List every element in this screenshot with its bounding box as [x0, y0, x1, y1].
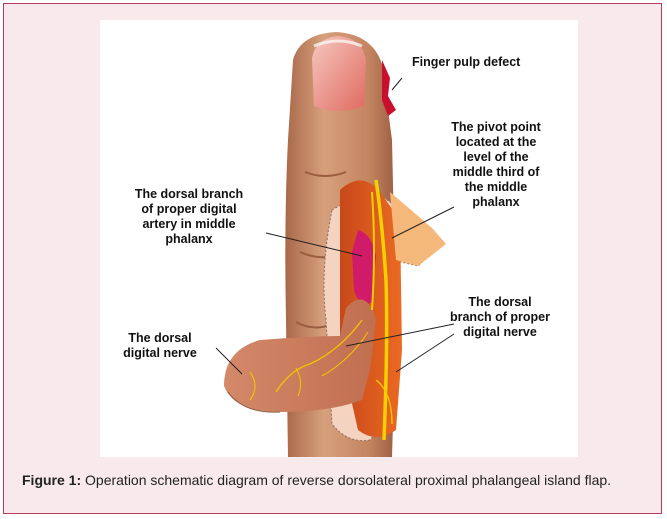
figure-frame: Finger pulp defect The pivot point locat…: [3, 3, 662, 514]
caption-text: Operation schematic diagram of reverse d…: [81, 472, 611, 488]
label-dorsal-digital-nerve: The dorsal digital nerve: [110, 331, 210, 361]
figure-caption: Figure 1: Operation schematic diagram of…: [22, 470, 650, 490]
label-finger-pulp-defect: Finger pulp defect: [412, 55, 552, 70]
label-pivot-point: The pivot point located at the level of …: [426, 120, 566, 210]
label-dorsal-branch-nerve: The dorsal branch of proper digital nerv…: [430, 295, 570, 340]
leader-line: [392, 78, 402, 90]
fingernail: [312, 36, 366, 111]
label-dorsal-branch-artery: The dorsal branch of proper digital arte…: [114, 187, 264, 247]
caption-label: Figure 1:: [22, 472, 81, 488]
